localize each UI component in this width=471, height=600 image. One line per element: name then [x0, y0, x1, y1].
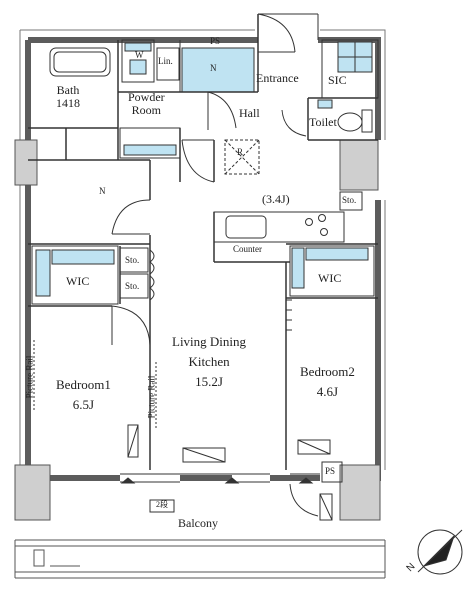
picture-rails	[33, 340, 157, 430]
ac-label: 2段	[156, 500, 168, 509]
bath-room	[28, 40, 119, 129]
picture-rail-ldk-label: Picture Rail	[146, 375, 157, 419]
r-label: R	[237, 147, 244, 157]
entrance-area	[257, 13, 379, 141]
balcony-label: Balcony	[178, 516, 218, 530]
utility-top	[118, 39, 258, 93]
ldk-size: 15.2J	[195, 374, 223, 390]
kitchen-counter	[213, 191, 363, 263]
bedroom1-label: Bedroom1 6.5J	[56, 375, 111, 414]
bedroom1-size: 6.5J	[72, 396, 95, 412]
bath-label: Bath 1418	[56, 84, 80, 109]
hall-doors	[181, 91, 237, 183]
sto-a-label: Sto.	[125, 255, 140, 265]
wic-right-label: WIC	[318, 271, 342, 285]
columns	[14, 139, 381, 521]
r-box	[224, 139, 260, 175]
powder-room	[28, 127, 181, 182]
bottom-windows	[120, 424, 331, 483]
bedroom2-name: Bedroom2	[300, 364, 355, 379]
bedroom1-name: Bedroom1	[56, 377, 111, 392]
fridge-top-label: N	[210, 63, 217, 73]
bath-name: Bath	[56, 83, 80, 97]
toilet-label: Toilet	[309, 115, 337, 129]
wic-left-label: WIC	[66, 274, 90, 288]
bath-size: 1418	[56, 95, 80, 110]
counter-label: Counter	[233, 244, 262, 254]
balcony-railing	[14, 539, 386, 579]
left-walls	[28, 160, 151, 470]
linen-label: Lin.	[158, 56, 173, 66]
ps-bottom-label: PS	[325, 466, 336, 476]
hall-label: Hall	[239, 106, 260, 120]
ps-top-label: PS	[210, 36, 221, 46]
powder-label: Powder Room	[128, 91, 165, 116]
powder-line2: Room	[131, 102, 161, 117]
ldk-line1: Living Dining	[172, 334, 247, 349]
bedroom2-size: 4.6J	[316, 383, 339, 399]
entrance-label: Entrance	[256, 71, 299, 85]
left-wic	[31, 245, 155, 305]
right-walls	[285, 243, 378, 470]
ldk-label: Living Dining Kitchen 15.2J	[172, 332, 246, 392]
powder-line1: Powder	[128, 90, 165, 104]
kitchen-area-label: (3.4J)	[262, 192, 290, 206]
balcony-area	[120, 461, 343, 521]
picture-rail-left-label: Picture Rail	[24, 355, 35, 399]
storage-kitchen-label: Sto.	[342, 195, 357, 205]
ldk-line2: Kitchen	[188, 354, 230, 370]
bedroom2-label: Bedroom2 4.6J	[300, 362, 355, 401]
outer-thin-lines	[19, 29, 386, 470]
sto-b-label: Sto.	[125, 281, 140, 291]
washer-label: W	[135, 50, 144, 60]
sic-label: SIC	[328, 73, 347, 87]
north-compass	[417, 529, 463, 575]
fridge-corridor-label: N	[99, 186, 106, 196]
